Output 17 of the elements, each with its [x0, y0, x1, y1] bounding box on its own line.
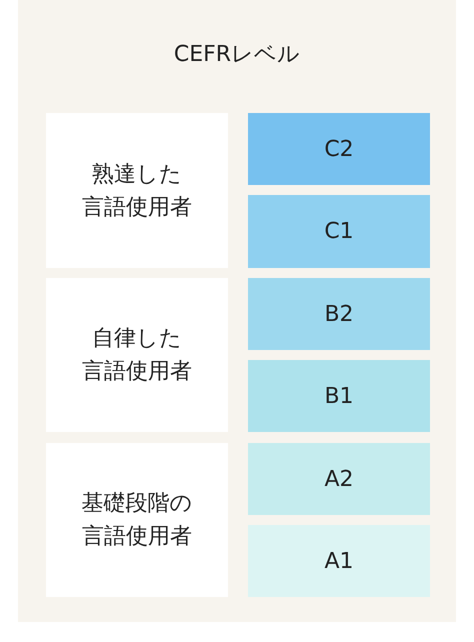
level-box: [248, 113, 430, 185]
level-panel: [18, 0, 456, 622]
level-label: B1: [324, 382, 354, 410]
level-label: C2: [324, 136, 354, 164]
level-box: [248, 443, 430, 515]
level-box: [248, 525, 430, 597]
level-box: [248, 360, 430, 432]
level-box: [248, 195, 430, 268]
level-label: C1: [324, 218, 354, 246]
panel-title: CEFRレベル: [172, 41, 302, 69]
level-label: A1: [324, 548, 354, 576]
category-label: 基礎段階の言語使用者: [82, 490, 192, 551]
category-label: 自律した言語使用者: [82, 325, 192, 386]
level-label: B2: [324, 300, 354, 328]
category-label: 熟達した言語使用者: [82, 160, 192, 222]
level-box: [248, 278, 430, 350]
level-label: A2: [324, 466, 354, 494]
